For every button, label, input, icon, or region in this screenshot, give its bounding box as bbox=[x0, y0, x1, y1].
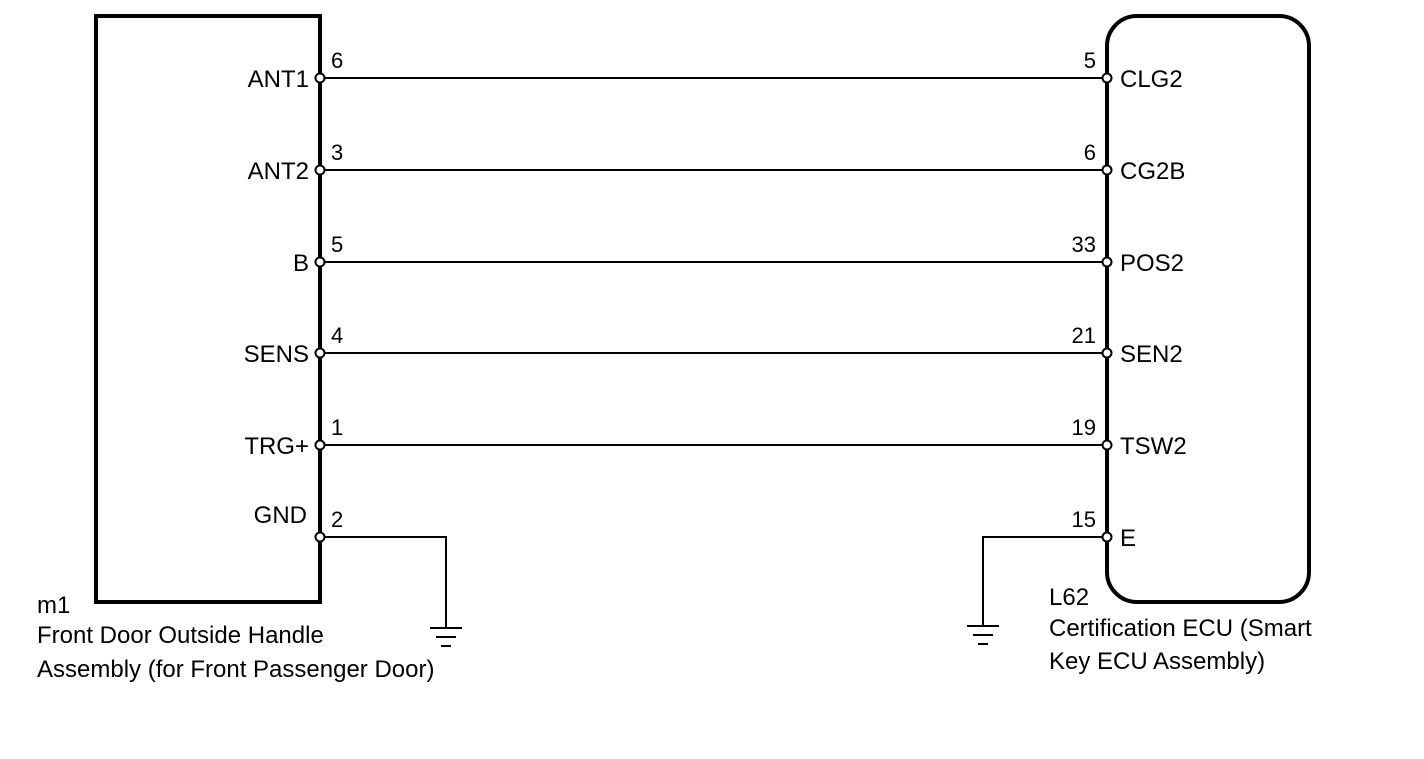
left-pin-name: ANT2 bbox=[248, 158, 309, 185]
terminal-right-tsw2 bbox=[1101, 439, 1113, 451]
right-ground-wire bbox=[982, 536, 1107, 626]
terminal-left-b bbox=[314, 256, 326, 268]
terminal-left-ant1 bbox=[314, 72, 326, 84]
right-ground-pin-number: 15 bbox=[1072, 507, 1096, 532]
right-pin-number: 33 bbox=[1072, 232, 1096, 257]
terminal-left-ant2 bbox=[314, 164, 326, 176]
right-pin-name: CG2B bbox=[1120, 158, 1185, 185]
terminal-right-clg2 bbox=[1101, 72, 1113, 84]
left-pin-name: B bbox=[293, 250, 309, 277]
right-component-name-line: Certification ECU (Smart bbox=[1049, 615, 1312, 642]
left-pin-number: 6 bbox=[331, 48, 343, 73]
terminal-right-sen2 bbox=[1101, 347, 1113, 359]
left-ground-wire bbox=[320, 536, 447, 628]
left-component-name-line: Front Door Outside Handle bbox=[37, 622, 324, 649]
left-component-name-line: Assembly (for Front Passenger Door) bbox=[37, 656, 434, 683]
left-component-code: m1 bbox=[37, 592, 70, 619]
left-pin-name: SENS bbox=[244, 341, 309, 368]
right-pin-name: POS2 bbox=[1120, 250, 1184, 277]
left-pin-number: 1 bbox=[331, 415, 343, 440]
left-ground-symbol bbox=[430, 627, 462, 647]
front-door-outside-handle-box bbox=[94, 14, 322, 604]
left-pin-names: ANT1 ANT2 B SENS TRG+ GND bbox=[244, 66, 309, 529]
left-pin-numbers: 6 3 5 4 1 2 bbox=[331, 48, 343, 532]
right-ground-pin-name: E bbox=[1120, 525, 1136, 552]
left-pin-number: 5 bbox=[331, 232, 343, 257]
left-ground-pin-number: 2 bbox=[331, 507, 343, 532]
terminal-right-pos2 bbox=[1101, 256, 1113, 268]
left-pin-number: 4 bbox=[331, 323, 343, 348]
signal-wires bbox=[320, 77, 1107, 446]
right-pin-numbers: 5 6 33 21 19 15 bbox=[1072, 48, 1096, 532]
right-pin-names: CLG2 CG2B POS2 SEN2 TSW2 E bbox=[1120, 66, 1187, 552]
left-pin-name: ANT1 bbox=[248, 66, 309, 93]
terminal-left-trg bbox=[314, 439, 326, 451]
right-pin-name: TSW2 bbox=[1120, 433, 1187, 460]
right-pin-name: SEN2 bbox=[1120, 341, 1183, 368]
left-pin-name: TRG+ bbox=[244, 433, 309, 460]
right-pin-name: CLG2 bbox=[1120, 66, 1183, 93]
right-pin-number: 19 bbox=[1072, 415, 1096, 440]
right-pin-number: 5 bbox=[1084, 48, 1096, 73]
terminals bbox=[314, 72, 1113, 543]
right-pin-number: 21 bbox=[1072, 323, 1096, 348]
terminal-left-sens bbox=[314, 347, 326, 359]
right-component-code: L62 bbox=[1049, 584, 1089, 611]
ground-wires bbox=[320, 536, 1107, 628]
terminal-left-gnd bbox=[314, 531, 326, 543]
left-component-caption: m1 Front Door Outside Handle Assembly (f… bbox=[37, 592, 434, 683]
terminal-right-cg2b bbox=[1101, 164, 1113, 176]
certification-ecu-box bbox=[1105, 14, 1311, 604]
right-pin-number: 6 bbox=[1084, 140, 1096, 165]
right-component-caption: L62 Certification ECU (Smart Key ECU Ass… bbox=[1049, 584, 1312, 675]
left-ground-pin-name: GND bbox=[254, 502, 307, 529]
right-ground-symbol bbox=[967, 625, 999, 645]
left-pin-number: 3 bbox=[331, 140, 343, 165]
terminal-right-e bbox=[1101, 531, 1113, 543]
right-component-name-line: Key ECU Assembly) bbox=[1049, 648, 1265, 675]
